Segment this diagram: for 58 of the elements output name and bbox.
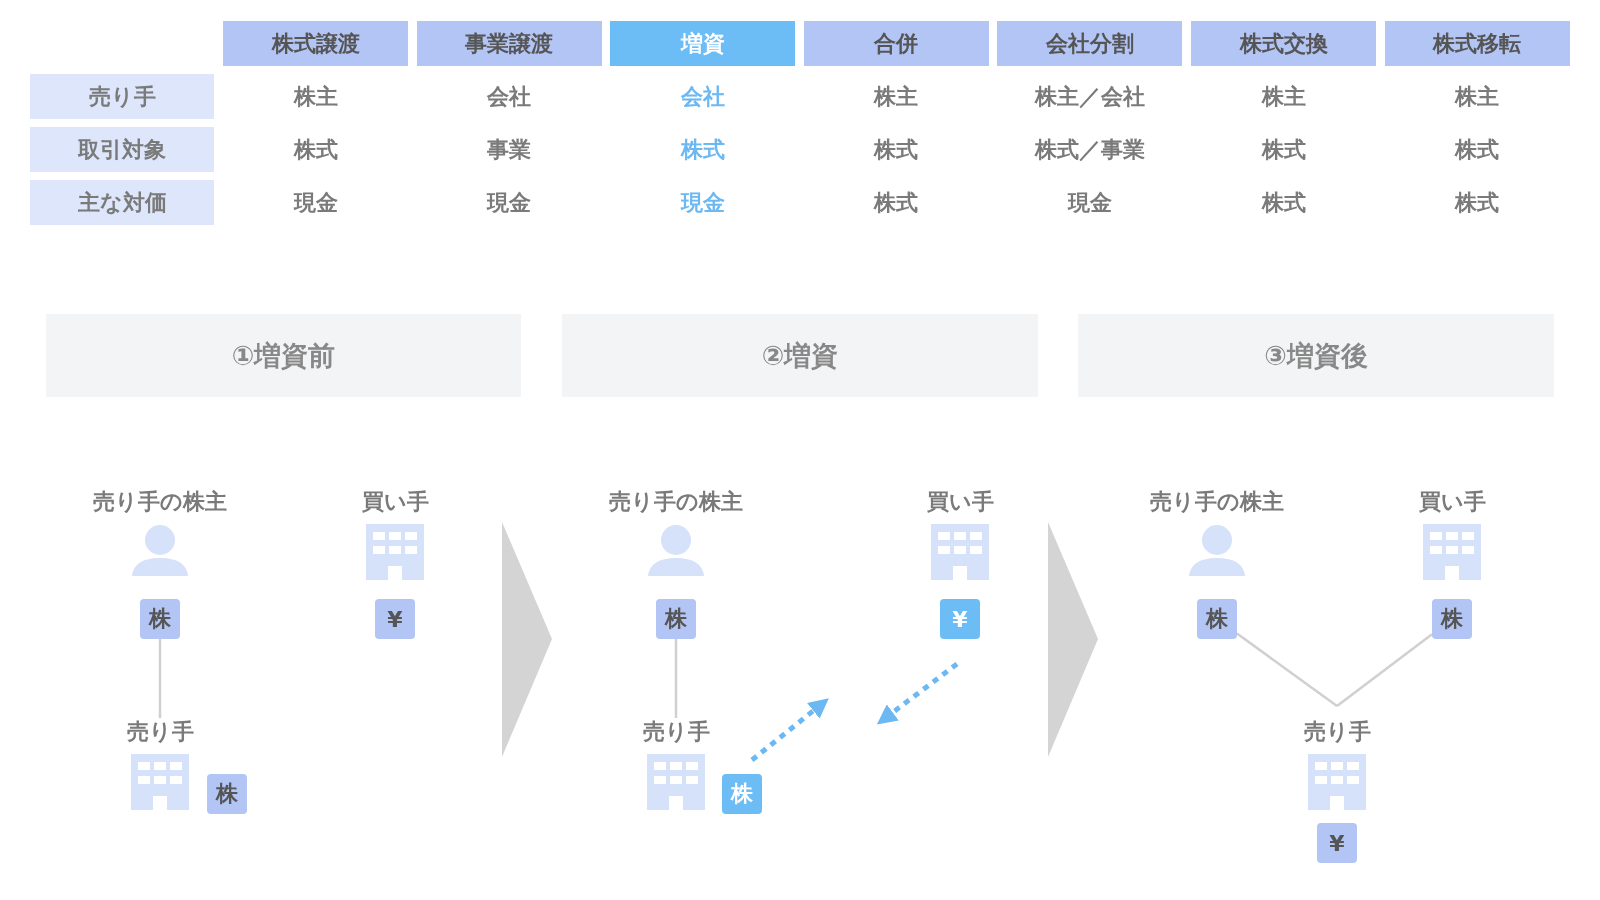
table-cell-text: 株式 — [1260, 188, 1307, 217]
arrow — [876, 662, 959, 725]
connector-line — [158, 639, 162, 718]
table-cell-text: 現金 — [679, 188, 726, 217]
table-cell-text: 株式 — [1453, 135, 1501, 164]
table-cell-text: 株式／事業 — [1033, 135, 1146, 164]
table-cell-text: 株式 — [679, 135, 726, 164]
entity-label: 買い手 — [361, 488, 429, 516]
token-badge: 株 — [1197, 599, 1237, 639]
entity-label: 売り手 — [126, 718, 194, 746]
table-cell-text: 株主 — [872, 82, 920, 111]
token-badge: 株 — [207, 774, 247, 814]
table-cell-text: 株式 — [292, 135, 339, 164]
token-badge: 株 — [722, 774, 762, 814]
table-header-cell: 事業譲渡 — [416, 21, 602, 66]
step-panel: ②増資 — [562, 314, 1038, 397]
row-header-cell: 取引対象 — [30, 127, 214, 172]
row-header-cell: 主な対価 — [30, 180, 214, 225]
token-badge: ¥ — [375, 599, 415, 639]
table-cell-text: 現金 — [1066, 188, 1113, 217]
table-cell-text: 株主 — [1260, 82, 1307, 111]
table-header-cell: 会社分割 — [997, 21, 1183, 66]
entity-label: 買い手 — [926, 488, 994, 516]
entity-label: 売り手 — [1303, 718, 1371, 746]
table-cell-text: 会社 — [486, 82, 533, 111]
row-header-cell: 売り手 — [30, 74, 214, 119]
step-panel: ①増資前 — [46, 314, 521, 397]
token-badge: 株 — [656, 599, 696, 639]
arrow — [750, 698, 829, 762]
table-header-cell: 株式移転 — [1384, 21, 1570, 66]
connector-line — [1336, 633, 1433, 707]
table-cell-text: 現金 — [485, 188, 533, 217]
table-cell-text: 株式 — [1453, 188, 1501, 217]
table-cell-text: 現金 — [292, 188, 339, 217]
table-cell-text: 株式 — [872, 135, 920, 164]
token-badge: ¥ — [940, 599, 980, 639]
token-badge: 株 — [1432, 599, 1472, 639]
entity-label: 売り手の株主 — [1150, 488, 1284, 516]
table-cell-text: 株式 — [1260, 135, 1307, 164]
table-cell-text: 株主／会社 — [1033, 82, 1146, 111]
table-header-cell: 株式譲渡 — [223, 21, 408, 66]
entity-label: 売り手の株主 — [609, 488, 743, 516]
connector-line — [1236, 632, 1338, 707]
step-panel: ③増資後 — [1078, 314, 1554, 397]
table-cell-text: 事業 — [486, 135, 533, 164]
table-cell-text: 会社 — [679, 82, 726, 111]
table-header-cell: 合併 — [803, 21, 989, 66]
table-header-cell: 増資 — [610, 21, 796, 66]
table-header-cell: 株式交換 — [1191, 21, 1376, 66]
entity-label: 売り手 — [642, 718, 710, 746]
entity-label: 買い手 — [1418, 488, 1486, 516]
table-cell-text: 株式 — [872, 188, 920, 217]
entity-label: 売り手の株主 — [93, 488, 227, 516]
table-cell-text: 株主 — [292, 82, 339, 111]
token-badge: 株 — [140, 599, 180, 639]
token-badge: ¥ — [1317, 823, 1357, 863]
table-cell-text: 株主 — [1453, 82, 1501, 111]
connector-line — [674, 639, 678, 718]
